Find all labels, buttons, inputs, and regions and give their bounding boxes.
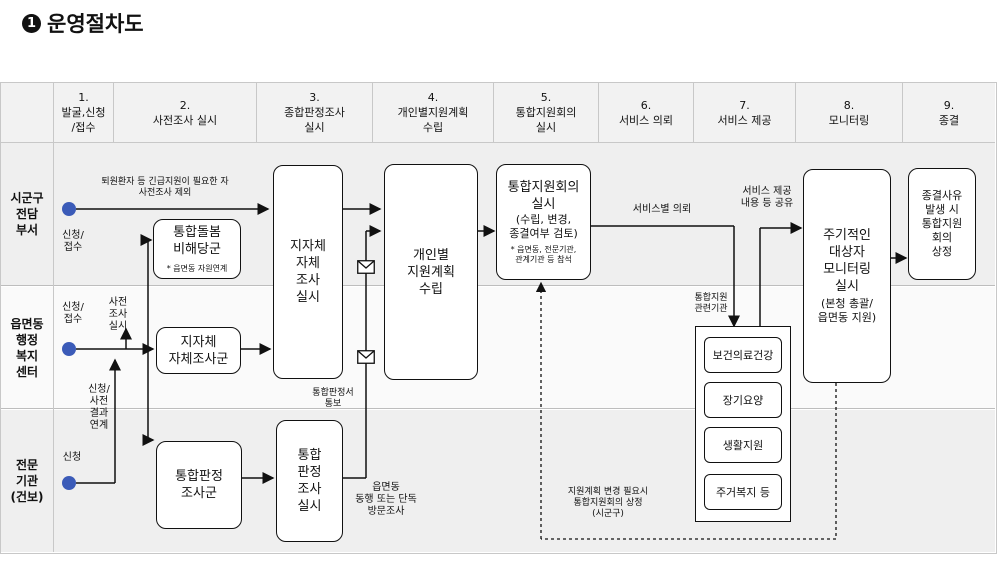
header-divider bbox=[372, 83, 373, 142]
column-number: 7. bbox=[739, 98, 750, 112]
lane-divider bbox=[1, 408, 995, 409]
lane-label-city: 시군구 전담 부서 bbox=[10, 191, 44, 237]
local-full-survey-box: 지자체 자체 조사 실시 bbox=[273, 165, 343, 379]
header-row bbox=[1, 83, 995, 143]
judgment-survey-group-box: 통합판정 조사군 bbox=[156, 441, 242, 529]
column-number: 9. bbox=[943, 98, 955, 112]
column-number: 8. bbox=[843, 98, 855, 112]
column-label: 종합판정조사 실시 bbox=[284, 106, 345, 134]
column-header-8: 8. 모니터링 bbox=[796, 83, 902, 142]
apply-result-label: 신청/ 사전 결과 연계 bbox=[88, 384, 110, 431]
judgment-notice-label: 통합판정서 통보 bbox=[312, 388, 354, 409]
column-number: 2. bbox=[179, 98, 191, 112]
column-header-1: 1. 발굴,신청 /접수 bbox=[54, 83, 113, 142]
box-label: 주기적인 대상자 모니터링 실시 bbox=[823, 228, 871, 294]
pre-survey-label: 사전 조사 실시 bbox=[108, 297, 128, 332]
header-divider bbox=[53, 83, 54, 142]
header-divider bbox=[902, 83, 903, 142]
start-point-town bbox=[62, 342, 76, 356]
column-label: 모니터링 bbox=[828, 113, 870, 127]
termination-box: 종결사유 발생 시 통합지원 회의 상정 bbox=[908, 168, 976, 280]
integrated-judgment-survey-box: 통합 판정 조사 실시 bbox=[276, 420, 343, 542]
box-note: * 읍면동, 전문기관, 관계기관 등 참석 bbox=[510, 245, 577, 264]
start-point-expert bbox=[62, 476, 76, 490]
box-label: 통합돌봄 비해당군 bbox=[173, 225, 221, 257]
box-sub: (본청 총괄/ 읍면동 지원) bbox=[817, 297, 877, 324]
integrated-care-excluded-box: 통합돌봄 비해당군 * 읍면동 자원연계 bbox=[153, 219, 241, 279]
column-number: 3. bbox=[309, 91, 320, 104]
service-item: 주거복지 등 bbox=[704, 474, 782, 510]
column-label: 개인별지원계획 수립 bbox=[397, 106, 469, 134]
header-divider bbox=[693, 83, 694, 142]
apply-city-label: 신청/ 접수 bbox=[62, 230, 84, 253]
box-note: * 읍면동 자원연계 bbox=[166, 264, 228, 273]
column-label: 사전조사 실시 bbox=[152, 113, 218, 127]
mail-icon bbox=[357, 350, 375, 364]
column-label: 발굴,신청 /접수 bbox=[61, 106, 106, 134]
lane-label-town: 읍면동 행정 복지 센터 bbox=[10, 316, 44, 379]
related-org-label: 통합지원 관련기관 bbox=[694, 293, 728, 314]
integrated-meeting-box: 통합지원회의 실시 (수립, 변경, 종결여부 검토) * 읍면동, 전문기관,… bbox=[496, 164, 591, 280]
emergency-label: 퇴원환자 등 긴급지원이 필요한 자 사전조사 제외 bbox=[101, 177, 229, 198]
header-divider bbox=[113, 83, 114, 142]
column-label: 서비스 의뢰 bbox=[618, 113, 674, 127]
monitoring-box: 주기적인 대상자 모니터링 실시 (본청 총괄/ 읍면동 지원) bbox=[803, 169, 891, 383]
column-header-7: 7. 서비스 제공 bbox=[694, 83, 795, 142]
service-item: 생활지원 bbox=[704, 427, 782, 463]
column-label: 통합지원회의 실시 bbox=[515, 106, 577, 134]
service-item: 보건의료건강 bbox=[704, 337, 782, 373]
column-header-9: 9. 종결 bbox=[903, 83, 995, 142]
mail-icon bbox=[357, 260, 375, 274]
diagram-frame bbox=[0, 82, 997, 554]
start-point-city bbox=[62, 202, 76, 216]
page-title: 1 운영절차도 bbox=[22, 8, 144, 38]
header-divider bbox=[256, 83, 257, 142]
column-number: 6. bbox=[640, 98, 652, 112]
apply-town-label: 신청/ 접수 bbox=[62, 302, 84, 325]
column-header-5: 5. 통합지원회의 실시 bbox=[494, 83, 598, 142]
column-number: 1. bbox=[78, 91, 89, 104]
individual-plan-box: 개인별 지원계획 수립 bbox=[384, 164, 478, 380]
visit-survey-label: 읍면동 동행 또는 단독 방문조사 bbox=[355, 482, 417, 517]
service-item: 장기요양 bbox=[704, 382, 782, 418]
column-header-3: 3. 종합판정조사 실시 bbox=[257, 83, 372, 142]
title-text: 운영절차도 bbox=[47, 12, 144, 36]
lane-label-divider bbox=[53, 143, 54, 552]
column-label: 종결 bbox=[938, 113, 960, 127]
header-divider bbox=[795, 83, 796, 142]
box-sub: (수립, 변경, 종결여부 검토) bbox=[509, 213, 578, 240]
title-number-badge: 1 bbox=[22, 13, 41, 33]
column-label: 서비스 제공 bbox=[717, 113, 772, 127]
column-number: 4. bbox=[427, 91, 439, 104]
plan-change-label: 지원계획 변경 필요시 통합지원회의 상정 (시군구) bbox=[567, 487, 649, 519]
lane-label-expert: 전문 기관 (건보) bbox=[10, 458, 44, 504]
column-header-6: 6. 서비스 의뢰 bbox=[599, 83, 693, 142]
service-share-label: 서비스 제공 내용 등 공유 bbox=[740, 186, 794, 209]
service-request-label: 서비스별 의뢰 bbox=[632, 204, 692, 215]
header-divider bbox=[598, 83, 599, 142]
column-number: 5. bbox=[540, 91, 552, 104]
box-label: 통합지원회의 실시 bbox=[507, 180, 580, 212]
header-divider bbox=[493, 83, 494, 142]
lane-divider bbox=[1, 285, 995, 286]
column-header-2: 2. 사전조사 실시 bbox=[114, 83, 256, 142]
local-survey-group-box: 지자체 자체조사군 bbox=[156, 327, 241, 374]
column-header-4: 4. 개인별지원계획 수립 bbox=[373, 83, 493, 142]
apply-expert-label: 신청 bbox=[62, 452, 82, 463]
